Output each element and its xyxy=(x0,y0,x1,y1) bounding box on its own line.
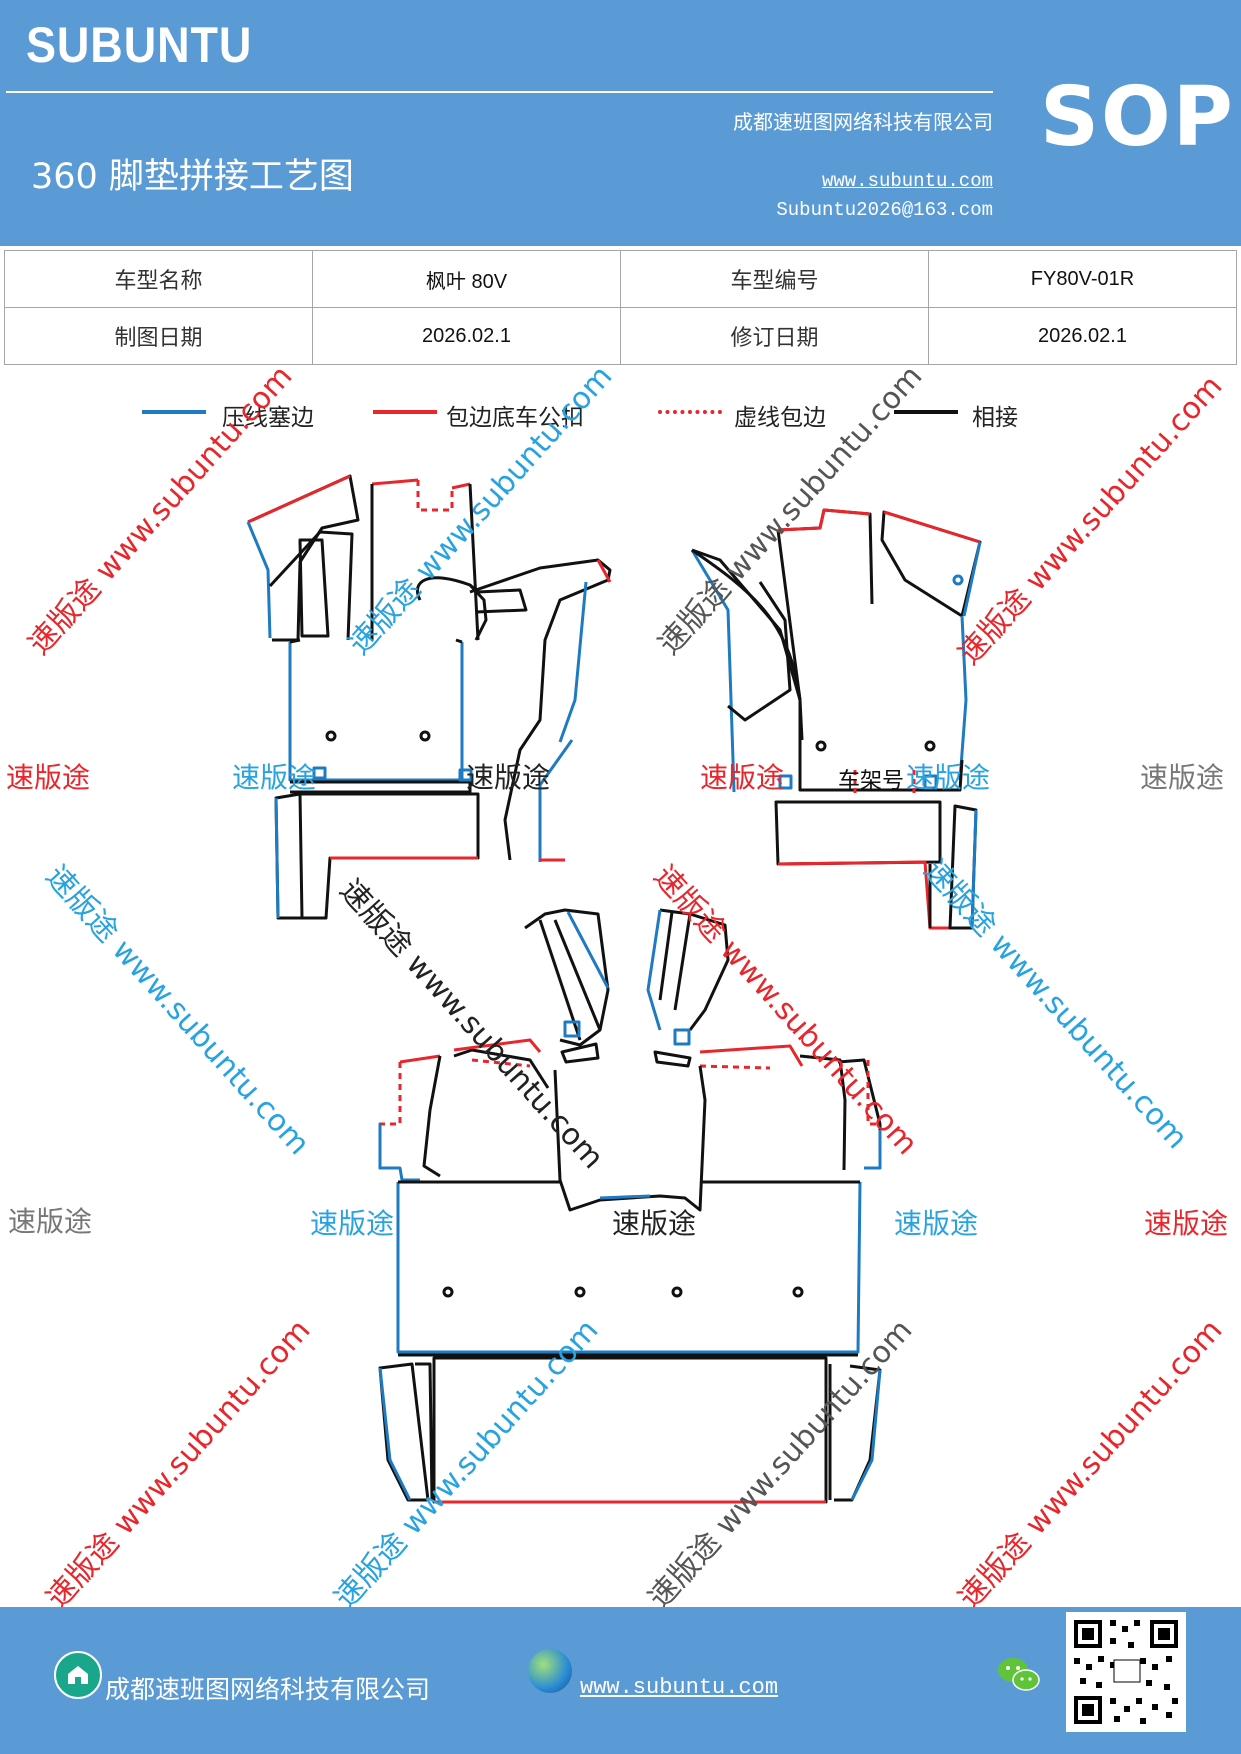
rear-mat xyxy=(378,908,882,1504)
vehicle-name-value: 枫叶 80V xyxy=(312,250,621,308)
globe-icon xyxy=(528,1649,572,1693)
header-banner: SUBUNTU 成都速班图网络科技有限公司 SOP 360 脚垫拼接工艺图 ww… xyxy=(0,0,1241,246)
header-company-name: 成都速班图网络科技有限公司 xyxy=(733,110,993,134)
footer-company-name: 成都速班图网络科技有限公司 xyxy=(105,1675,431,1704)
doc-type-label: SOP xyxy=(1040,70,1235,165)
legend-swatch-black xyxy=(894,410,958,414)
header-divider xyxy=(6,91,993,93)
header-website-link[interactable]: www.subuntu.com xyxy=(821,170,993,192)
right-front-mat xyxy=(690,508,982,930)
header-email: Subuntu2026@163.com xyxy=(776,199,993,221)
revision-date-label: 修订日期 xyxy=(620,307,929,365)
table-row: 车型名称 枫叶 80V 车型编号 FY80V-01R xyxy=(4,250,1237,308)
brand-logo-text: SUBUNTU xyxy=(26,17,253,73)
table-row: 制图日期 2026.02.1 修订日期 2026.02.1 xyxy=(4,307,1237,365)
legend-label: 压线塞边 xyxy=(222,405,314,431)
legend-swatch-blue xyxy=(142,410,206,414)
page-title: 360 脚垫拼接工艺图 xyxy=(31,157,354,197)
legend-swatch-red-dashed xyxy=(658,410,722,414)
left-front-mat xyxy=(246,474,612,920)
qr-code-icon[interactable] xyxy=(1066,1612,1186,1732)
vehicle-code-label: 车型编号 xyxy=(620,250,929,308)
footer-website-link[interactable]: www.subuntu.com xyxy=(580,1675,779,1700)
draw-date-label: 制图日期 xyxy=(4,307,313,365)
legend-swatch-red xyxy=(373,410,437,414)
revision-date-value: 2026.02.1 xyxy=(928,307,1237,365)
legend-label: 虚线包边 xyxy=(734,405,826,431)
footer-banner xyxy=(0,1607,1241,1754)
vehicle-name-label: 车型名称 xyxy=(4,250,313,308)
frame-number-label: 车架号 xyxy=(838,769,904,794)
draw-date-value: 2026.02.1 xyxy=(312,307,621,365)
line-legend: 压线塞边 包边底车公扣 虚线包边 相接 xyxy=(0,398,1241,442)
legend-label: 包边底车公扣 xyxy=(446,405,584,431)
vehicle-info-table: 车型名称 枫叶 80V 车型编号 FY80V-01R 制图日期 2026.02.… xyxy=(4,250,1237,365)
vehicle-code-value: FY80V-01R xyxy=(928,250,1237,308)
company-building-icon xyxy=(54,1651,102,1699)
wechat-icon xyxy=(996,1655,1042,1695)
legend-label: 相接 xyxy=(972,405,1018,431)
